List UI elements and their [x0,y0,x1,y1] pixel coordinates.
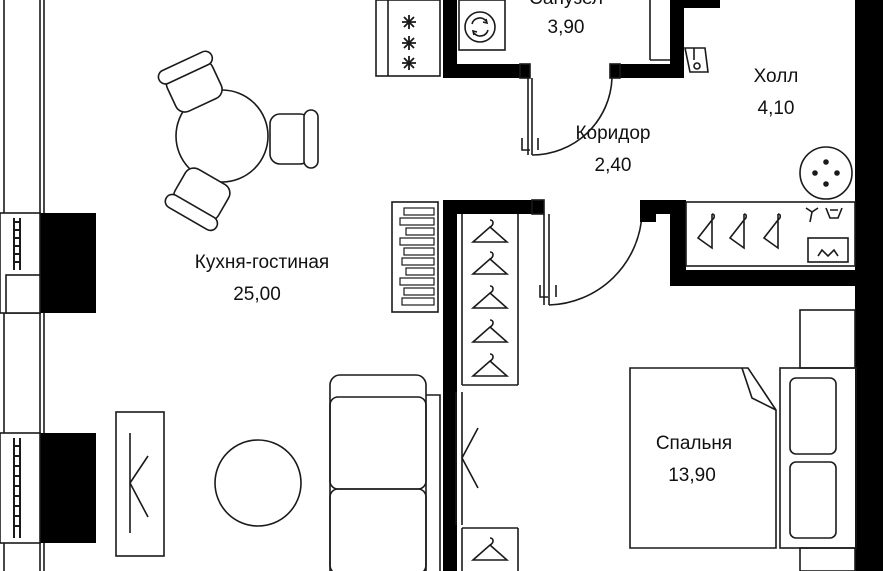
bedroom-door-swing-icon [531,199,643,306]
bookshelf-icon [391,201,439,313]
bedroom-area: 13,90 [668,465,716,486]
hall-round-table-icon [799,146,853,200]
kitchen-living-name: Кухня-гостиная [195,252,329,273]
corridor-area: 2,40 [595,155,632,176]
hall-name: Холл [754,66,799,87]
sink-icon [684,47,709,73]
window-upper [0,212,96,314]
bedroom-shelf-icon [799,309,856,571]
stove-icon [375,0,441,77]
bathroom-name: Санузел [529,0,603,9]
sliding-door-icon [455,392,479,525]
chair-icon [157,50,319,232]
bedroom-name: Спальня [656,433,732,454]
corridor-name: Коридор [575,123,650,144]
window-lower [0,432,96,544]
pillow-icon [789,377,837,539]
bathroom-area: 3,90 [548,17,585,38]
hall-area: 4,10 [758,98,795,119]
washing-machine-icon [458,0,506,51]
hall-wardrobe-icon [685,201,856,267]
wardrobe-walls [443,200,543,571]
sofa-icon [329,374,441,571]
hanger-icon [472,219,508,561]
tv-stand-icon [115,411,165,557]
hall-walls [640,200,883,286]
bathroom-door-swing-icon [519,63,621,156]
bathroom-walls [443,0,720,78]
kitchen-living-area: 25,00 [233,284,281,305]
coffee-table-icon [214,439,302,527]
wardrobe-icon [461,214,519,386]
bed-icon [629,367,857,549]
